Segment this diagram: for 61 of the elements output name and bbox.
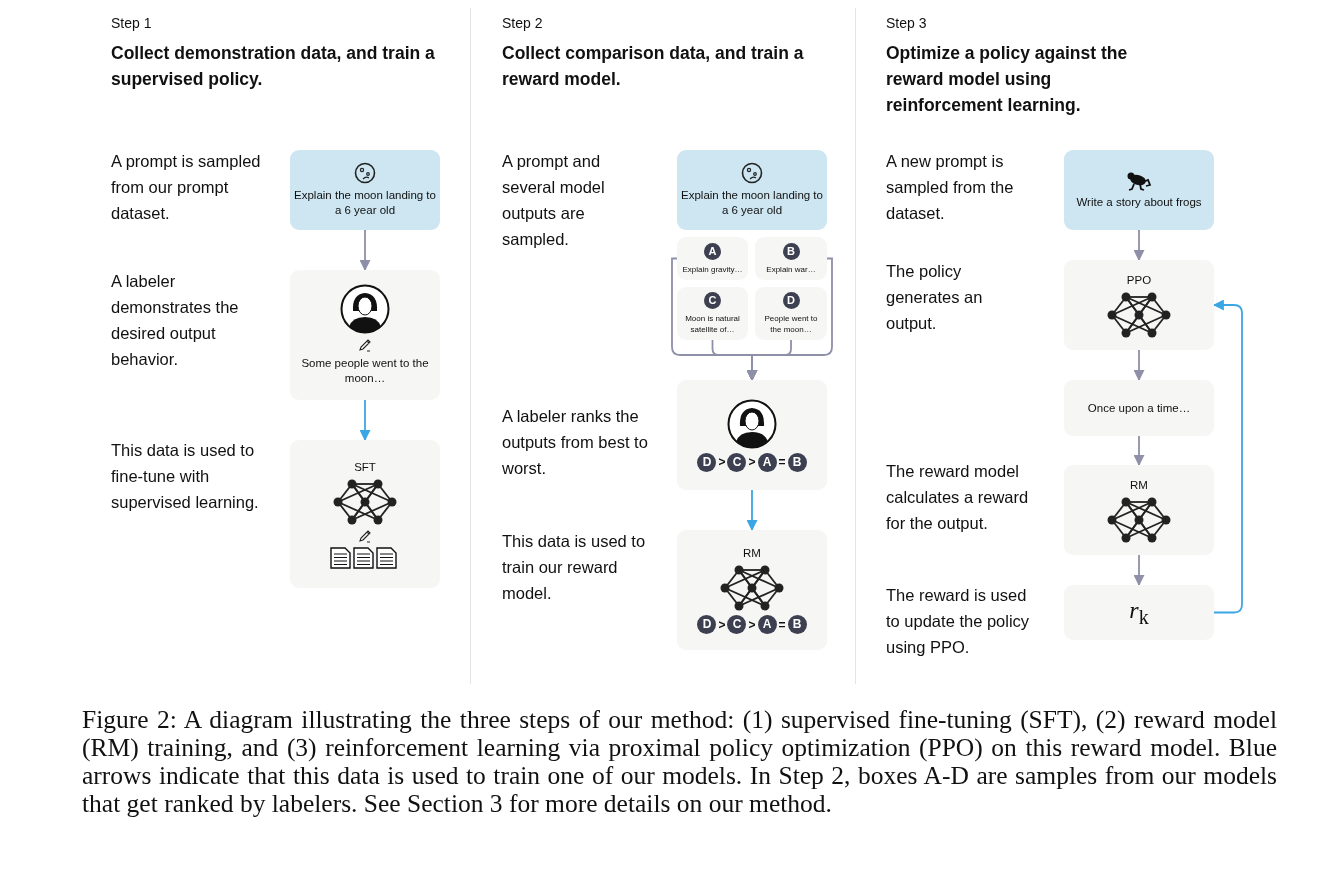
process-box [1064,380,1214,436]
process-box [677,380,827,490]
arrow [1133,229,1145,262]
step-label: Step 3 [886,14,928,32]
ranking-text: D > C > A = B [697,615,807,634]
description-text: A labeler ranks the outputs from best to worst. [502,406,649,479]
letter-badge: D [782,292,800,309]
step-heading: Optimize a policy against the reward model using reinforcement learning. [886,42,1129,117]
node-label: Some people went to the moon… [300,356,430,386]
description-text: The reward model calculates a reward for the output. [886,461,1030,534]
letter-badge: B [782,242,800,260]
arrow [1212,299,1243,614]
arrow [746,339,792,382]
description-text: A prompt is sampled from our prompt dataset. [111,151,262,224]
node-label: SFT [354,459,376,475]
node-label: Once upon a time… [1087,400,1191,416]
reward-symbol: r$_{k}$ [1129,596,1149,629]
step-heading: Collect comparison data, and train a reward model. [502,42,805,91]
output-text: Explain war… [766,263,816,275]
arrow [1133,349,1145,382]
node-label: Write a story about frogs [1076,194,1202,210]
process-box [677,287,748,340]
step-heading: Collect demonstration data, and train a supervised policy. [111,42,436,91]
process-box [677,237,748,280]
node-label: Explain the moon landing to a 6 year old [294,188,436,218]
output-text: Moon is natural satellite of… [684,313,741,335]
prompt-box [1064,150,1214,230]
description-text: A prompt and several model outputs are sampled. [502,151,606,250]
arrow [746,489,758,532]
description-text: This data is used to train our reward model. [502,531,647,604]
process-box [1064,585,1214,640]
description-text: A new prompt is sampled from the dataset. [886,151,1015,224]
arrow [1133,554,1145,587]
output-text: Explain gravity… [682,263,743,275]
caption: Figure 2: A diagram illustrating the three steps of our method: (1) supervised fine-tuning (SFT), (2) reward model (RM) training, and (3) reinforcement learning via proximal policy optimization (PPO) on this reward model. Blue arrows indicate that this data is used to train one of our models. In Step 2, boxes A-D are samples from our models that get ranked by labelers. See Section 3 for more details on our method. [82,706,1277,818]
step-label: Step 1 [111,14,153,32]
arrow [1133,435,1145,467]
ranking-text: D > C > A = B [697,452,807,472]
arrow [359,399,371,442]
process-box [677,530,827,650]
process-box [755,237,827,280]
process-box [290,270,440,400]
output-text: People went to the moon… [763,313,819,335]
prompt-box [677,150,827,230]
process-box [1064,260,1214,350]
process-box [290,440,440,588]
process-box [1064,465,1214,555]
description-text: This data is used to fine-tune with supervised learning. [111,440,260,513]
prompt-box [290,150,440,230]
letter-badge: C [704,292,721,309]
description-text: The policy generates an output. [886,261,984,334]
node-label: PPO [1126,272,1152,288]
node-label: Explain the moon landing to a 6 year old [681,188,823,218]
node-label: RM [1130,477,1148,493]
node-label: RM [743,546,761,561]
description-text: A labeler demonstrates the desired output behavior. [111,271,240,370]
letter-badge: A [704,242,721,260]
process-box [755,287,827,340]
description-text: The reward is used to update the policy using PPO. [886,585,1031,658]
step-label: Step 2 [502,14,544,32]
arrow [359,229,371,272]
